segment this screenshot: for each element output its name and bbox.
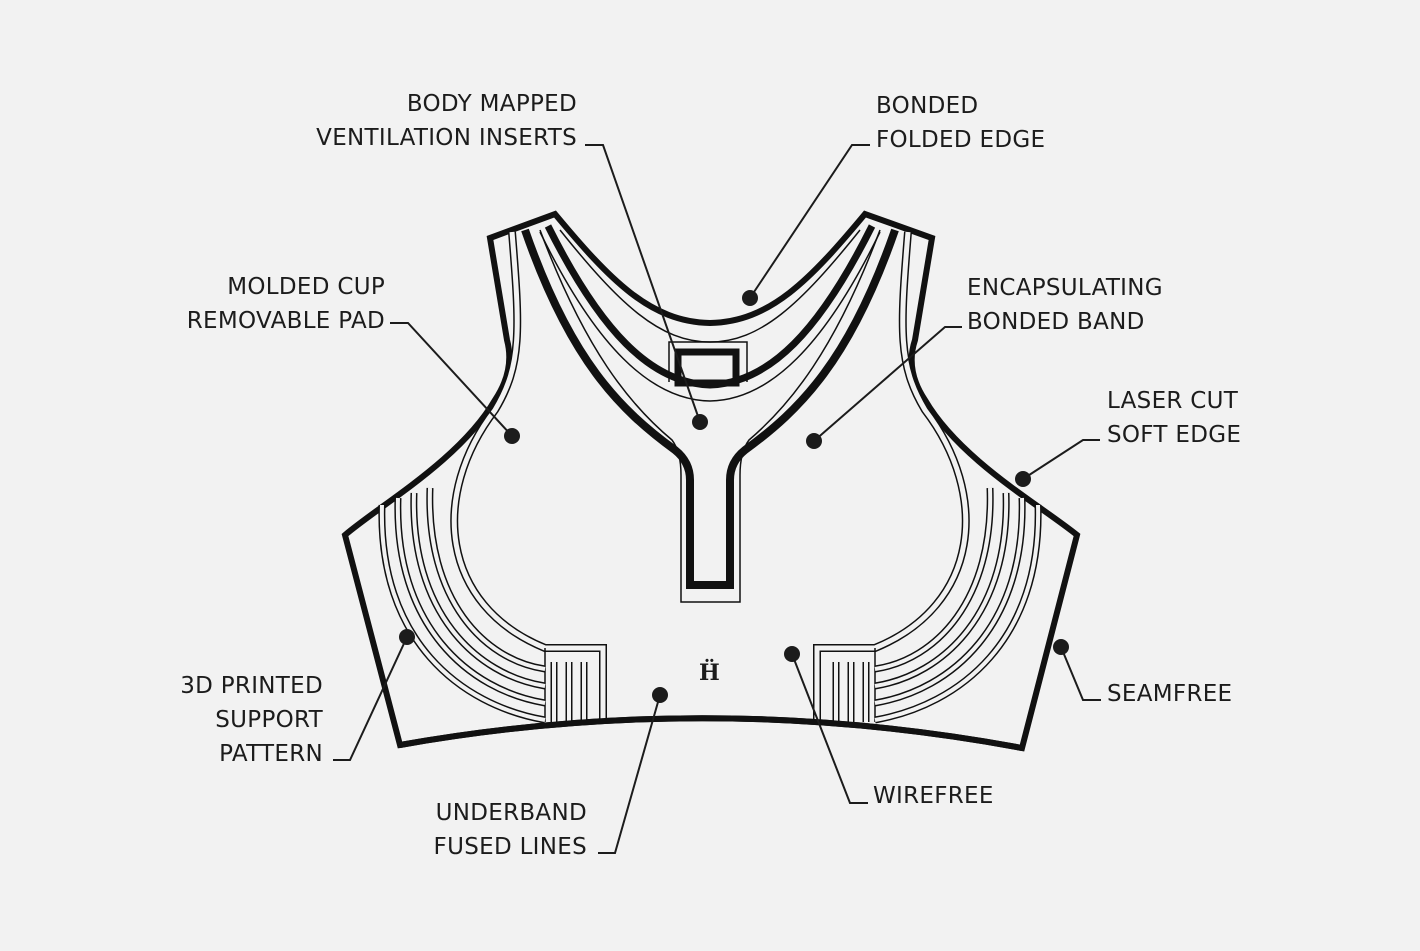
- label-encapsulating: ENCAPSULATING BONDED BAND: [967, 271, 1163, 339]
- label-line: 3D PRINTED: [180, 673, 323, 699]
- leader-laser-cut: [1022, 439, 1100, 480]
- label-line: ENCAPSULATING: [967, 275, 1163, 301]
- ventilation-insert: [674, 348, 740, 387]
- label-bonded-folded: BONDED FOLDED EDGE: [876, 89, 1045, 157]
- label-body-mapped: BODY MAPPED VENTILATION INSERTS: [316, 87, 577, 155]
- dot-bonded-folded: [742, 290, 758, 306]
- label-line: PATTERN: [219, 741, 323, 767]
- label-laser-cut: LASER CUT SOFT EDGE: [1107, 384, 1241, 452]
- leader-seamfree: [1060, 646, 1101, 701]
- dot-underband: [652, 687, 668, 703]
- label-line: BODY MAPPED: [406, 91, 577, 117]
- leader-molded-cup: [390, 322, 513, 437]
- leader-bonded-folded: [749, 144, 870, 299]
- dot-laser-cut: [1015, 471, 1031, 487]
- label-line: LASER CUT: [1107, 388, 1239, 414]
- support-pattern: [378, 487, 1042, 724]
- leader-lines: [333, 144, 1101, 854]
- strap-edges: [450, 231, 970, 722]
- dot-wirefree: [784, 646, 800, 662]
- label-line: FOLDED EDGE: [876, 127, 1046, 153]
- label-line: REMOVABLE PAD: [186, 308, 385, 334]
- leader-body-mapped: [585, 144, 701, 423]
- dot-body-mapped: [692, 414, 708, 430]
- leader-wirefree: [791, 653, 868, 804]
- dot-printed-support: [399, 629, 415, 645]
- leader-underband: [598, 694, 661, 854]
- dot-molded-cup: [504, 428, 520, 444]
- label-line: VENTILATION INSERTS: [316, 125, 577, 151]
- leader-printed-support: [333, 636, 408, 761]
- callout-dots: [399, 290, 1069, 703]
- label-line: WIREFREE: [873, 783, 994, 809]
- label-line: SUPPORT: [215, 707, 323, 733]
- label-molded-cup: MOLDED CUP REMOVABLE PAD: [187, 270, 385, 338]
- brand-logo: Ḧ: [699, 660, 720, 686]
- label-line: UNDERBAND: [435, 800, 587, 826]
- dot-seamfree: [1053, 639, 1069, 655]
- dot-encapsulating: [806, 433, 822, 449]
- label-line: MOLDED CUP: [227, 274, 385, 300]
- label-line: BONDED: [876, 93, 979, 119]
- label-line: FUSED LINES: [433, 834, 587, 860]
- center-gore: [521, 228, 899, 603]
- leader-encapsulating: [813, 326, 962, 442]
- label-wirefree: WIREFREE: [873, 779, 994, 813]
- label-underband: UNDERBAND FUSED LINES: [434, 796, 587, 864]
- label-line: SEAMFREE: [1107, 681, 1233, 707]
- label-seamfree: SEAMFREE: [1107, 677, 1232, 711]
- label-line: BONDED BAND: [967, 309, 1145, 335]
- label-line: SOFT EDGE: [1107, 422, 1242, 448]
- label-printed-support: 3D PRINTED SUPPORT PATTERN: [180, 669, 323, 771]
